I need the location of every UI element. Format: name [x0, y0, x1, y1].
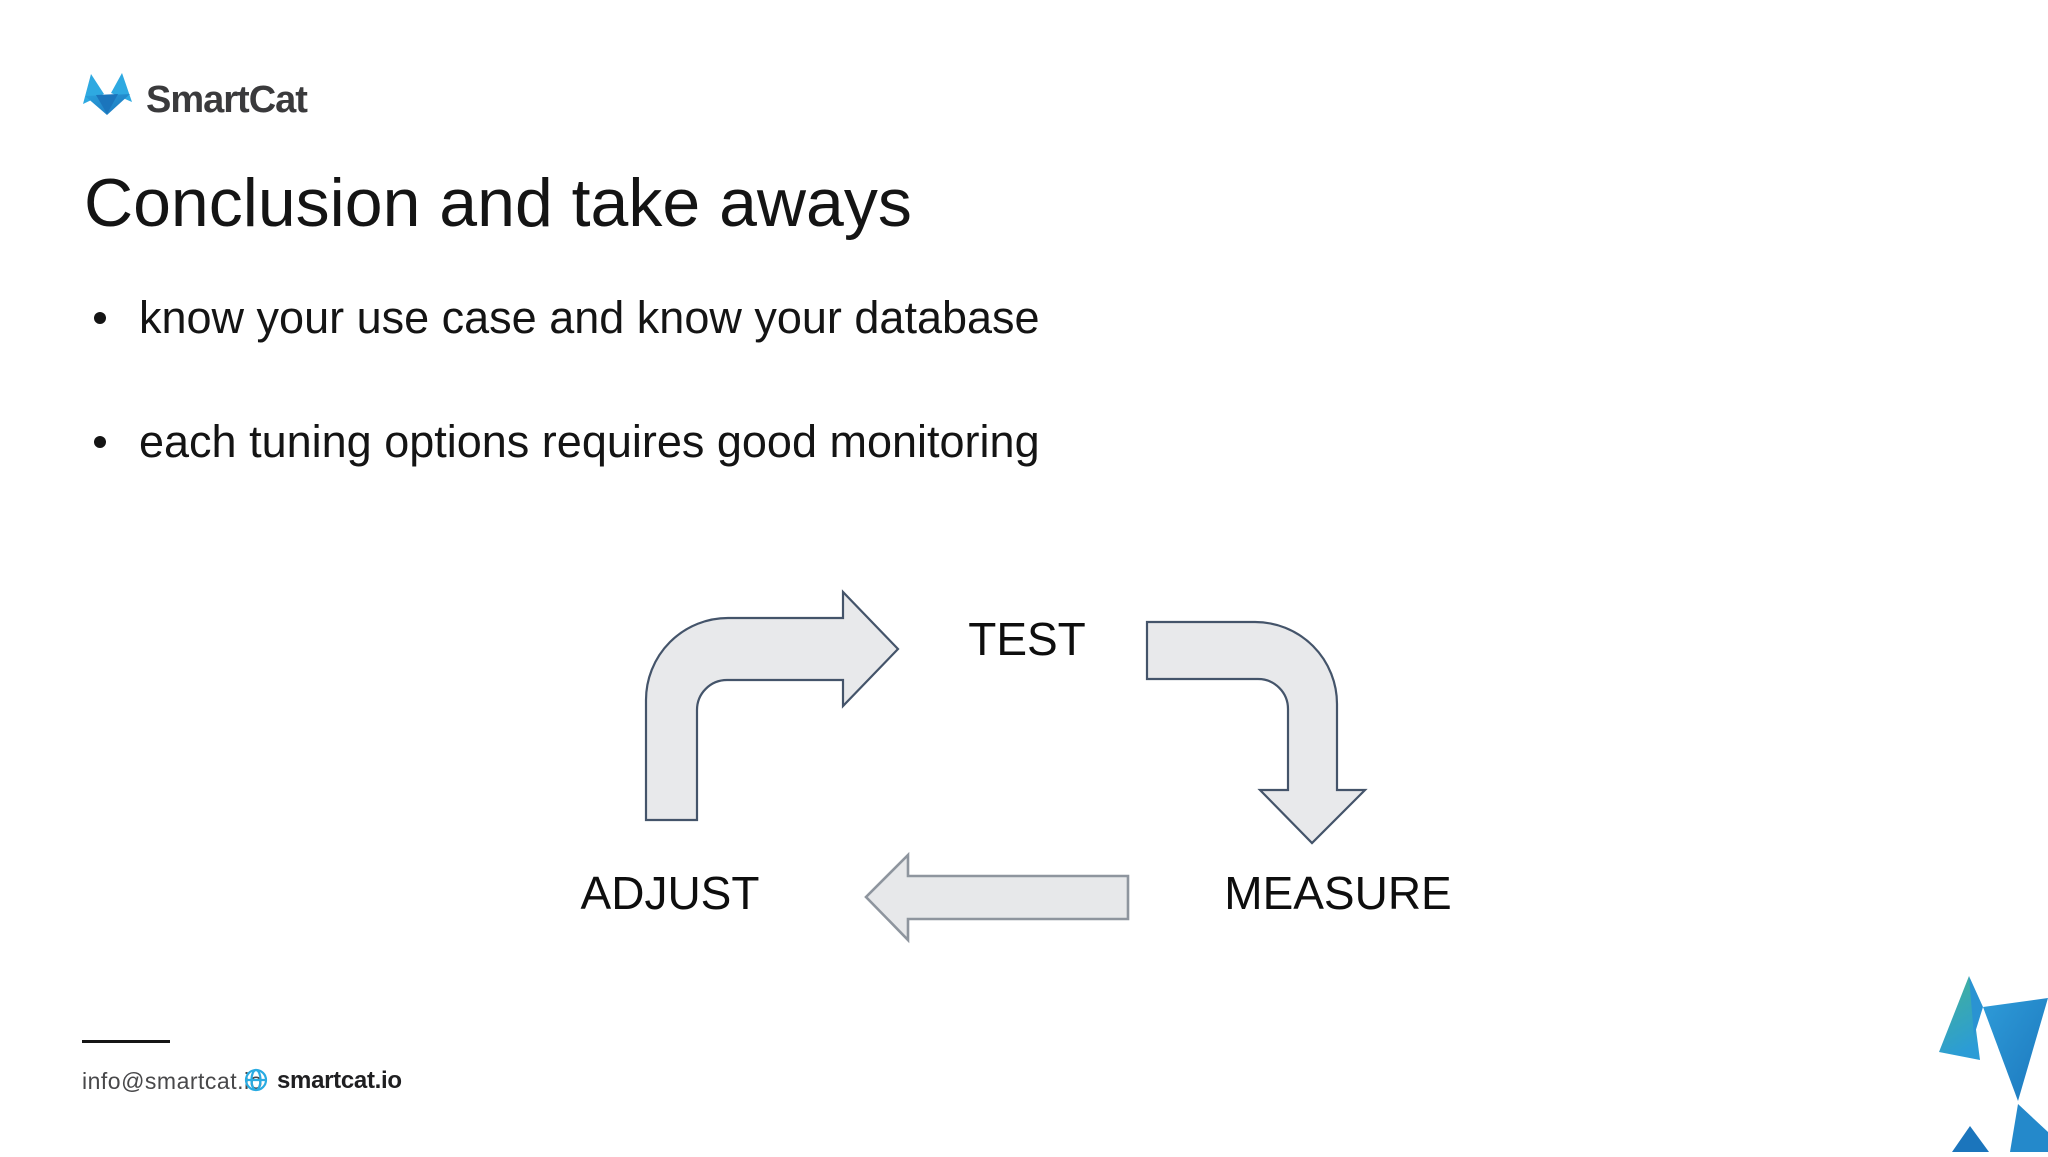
diagram-label-adjust: ADJUST [580, 867, 760, 919]
footer-divider [82, 1040, 170, 1043]
bullet-dot [94, 312, 106, 324]
footer-website: smartcat.io [277, 1067, 402, 1094]
bullet-item: each tuning options requires good monito… [94, 416, 1040, 468]
diagram-label-measure: MEASURE [1224, 867, 1452, 919]
bullet-text: know your use case and know your databas… [139, 292, 1040, 343]
bullet-dot [94, 436, 106, 448]
diagram-label-test: TEST [968, 613, 1086, 665]
arrow-measure-to-adjust-icon [864, 851, 1130, 944]
bullet-text: each tuning options requires good monito… [139, 416, 1040, 467]
footer-email: info@smartcat.io [82, 1068, 263, 1094]
cat-logo-icon [83, 72, 133, 122]
arrow-test-to-measure-icon [1145, 620, 1368, 845]
bullet-item: know your use case and know your databas… [94, 292, 1040, 344]
page-title: Conclusion and take aways [84, 165, 912, 241]
arrow-adjust-to-test-icon [644, 589, 900, 822]
cat-logo-corner-icon [1870, 940, 2048, 1157]
brand-name: SmartCat [146, 79, 308, 121]
globe-icon [244, 1068, 268, 1097]
